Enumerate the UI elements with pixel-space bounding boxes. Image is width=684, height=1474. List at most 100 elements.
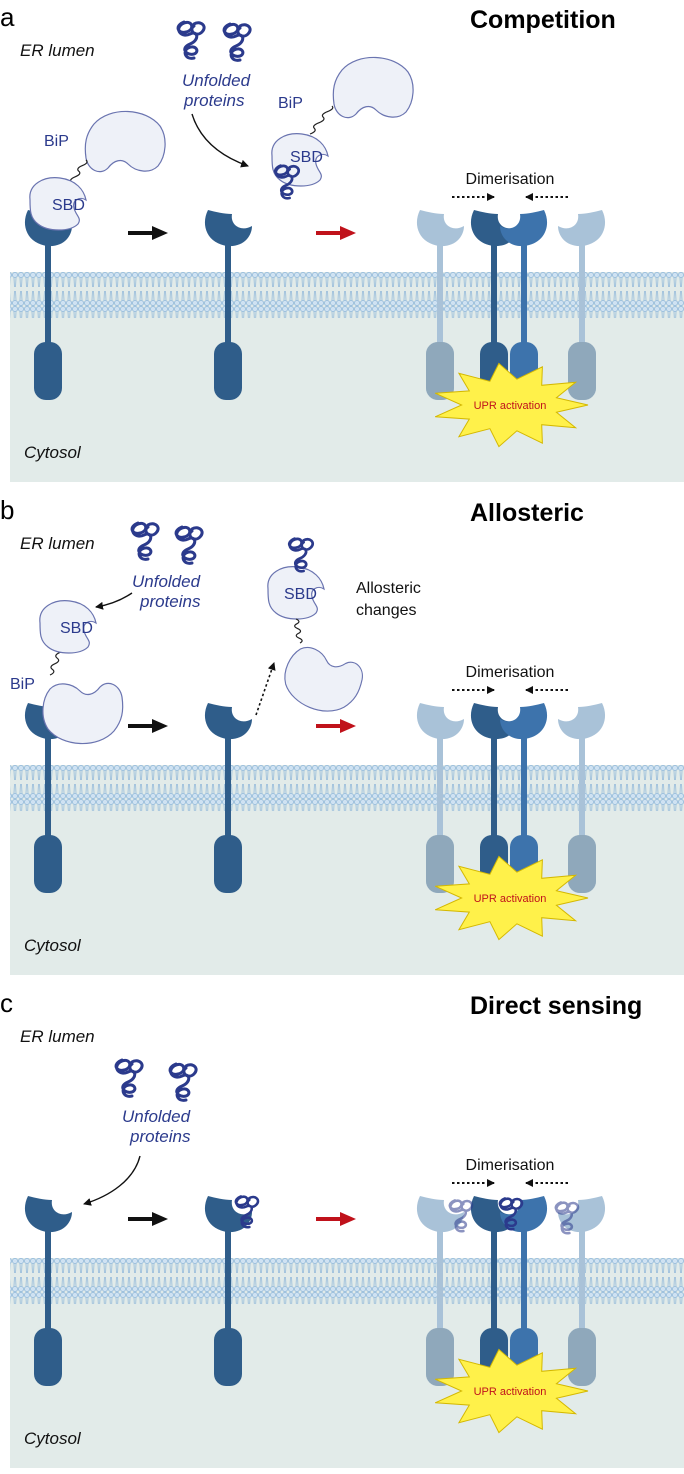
sensor-2	[204, 703, 252, 893]
bip-lobe-2	[284, 646, 363, 712]
sensor-stalk	[437, 1228, 443, 1332]
upr-activation-label: UPR activation	[474, 400, 547, 412]
sensor-stalk	[437, 735, 443, 839]
sensor-cytosolic-domain	[214, 1328, 242, 1386]
dimer-cluster: UPR activation	[416, 1196, 606, 1434]
sensor-head	[204, 703, 252, 740]
sensor-stalk	[45, 1228, 51, 1332]
release-arrow	[255, 662, 276, 716]
sensor-stalk	[579, 242, 585, 346]
dimerisation-label: Dimerisation	[466, 171, 555, 188]
sensor-cytosolic-domain	[34, 1328, 62, 1386]
upr-activation-label: UPR activation	[474, 1386, 547, 1398]
unfolded-protein	[130, 521, 160, 561]
sensor-2	[204, 1196, 252, 1386]
panel-title: Competition	[470, 6, 616, 34]
pale-right-cyto	[568, 1328, 596, 1386]
step-arrow-black	[128, 719, 168, 733]
sensor-head	[204, 210, 252, 247]
step-arrow-black	[128, 1212, 168, 1226]
cytosol-label: Cytosol	[24, 443, 82, 462]
sensor-head	[204, 1196, 252, 1233]
sensor-head	[24, 1196, 72, 1233]
sbd-label-1: SBD	[52, 197, 85, 214]
unfolded-label-line1: Unfolded	[132, 572, 201, 591]
upr-burst	[434, 855, 589, 941]
sensor-stalk	[491, 1228, 497, 1332]
sensor-head	[500, 1196, 548, 1233]
panel-letter: c	[0, 988, 13, 1018]
unfolded-protein	[176, 20, 206, 60]
step-arrow-red	[316, 226, 356, 240]
sbd-label-1: SBD	[60, 620, 93, 637]
er-membrane	[10, 765, 684, 811]
sensor-1	[24, 1196, 72, 1386]
sensor-stalk	[521, 1228, 527, 1332]
bip-sbd-1	[39, 600, 97, 654]
curved-arrow	[191, 113, 249, 168]
unfolded-protein	[287, 537, 315, 573]
unfolded-protein	[174, 525, 204, 565]
unfolded-protein	[448, 1199, 474, 1233]
sbd-label-2: SBD	[290, 149, 323, 166]
sensor-head	[416, 1196, 464, 1233]
unfolded-label-line1: Unfolded	[182, 71, 251, 90]
sensor-stalk	[437, 242, 443, 346]
sensor-cytosolic-domain	[214, 835, 242, 893]
er-lumen-label: ER lumen	[20, 534, 95, 553]
bip-label-1: BiP	[10, 676, 35, 693]
curved-arrow	[95, 592, 133, 610]
sensor-stalk	[45, 735, 51, 839]
unfolded-label-line2: proteins	[139, 592, 201, 611]
bip-label-2: BiP	[278, 95, 303, 112]
unfolded-label-line2: proteins	[183, 91, 245, 110]
bip-lobe-1	[42, 682, 124, 745]
sensor-stalk	[579, 1228, 585, 1332]
unfolded-protein	[222, 22, 252, 62]
sensor-head	[558, 703, 606, 740]
sensor-stalk	[491, 735, 497, 839]
sensor-stalk	[45, 242, 51, 346]
unfolded-label-line2: proteins	[129, 1127, 191, 1146]
sensor-stalk	[225, 735, 231, 839]
unfolded-protein	[273, 164, 301, 200]
bip-linker	[309, 105, 334, 135]
sensor-cytosolic-domain	[34, 835, 62, 893]
panel-title: Allosteric	[470, 499, 584, 527]
panel-letter: b	[0, 495, 14, 525]
sensor-head	[416, 210, 464, 247]
er-membrane	[10, 1258, 684, 1304]
cytosol-label: Cytosol	[24, 936, 82, 955]
sensor-stalk	[521, 735, 527, 839]
cytosol-label: Cytosol	[24, 1429, 82, 1448]
bip-lobe-1	[84, 110, 166, 173]
pale-left-cyto	[426, 835, 454, 893]
upr-activation-label: UPR activation	[474, 893, 547, 905]
sensor-stalk	[579, 735, 585, 839]
er-membrane	[10, 272, 684, 318]
unfolded-protein	[168, 1062, 198, 1102]
bip-sbd-1	[29, 177, 87, 231]
pale-left-cyto	[426, 1328, 454, 1386]
pale-right-cyto	[568, 835, 596, 893]
unfolded-protein	[114, 1058, 144, 1098]
sbd-label-2: SBD	[284, 586, 317, 603]
pale-right-cyto	[568, 342, 596, 400]
unfolded-protein	[498, 1197, 524, 1231]
sensor-head	[500, 703, 548, 740]
allosteric-label-line1: Allosteric	[356, 580, 421, 597]
upr-burst	[434, 362, 589, 448]
bip-linker	[294, 618, 303, 644]
unfolded-label-line1: Unfolded	[122, 1107, 191, 1126]
sensor-head	[500, 210, 548, 247]
sensor-stalk	[521, 242, 527, 346]
sensor-stalk	[225, 1228, 231, 1332]
pale-left-cyto	[426, 342, 454, 400]
sensor-head	[416, 703, 464, 740]
sensor-head	[558, 210, 606, 247]
dimer-cluster: UPR activation	[416, 210, 606, 448]
step-arrow-red	[316, 1212, 356, 1226]
